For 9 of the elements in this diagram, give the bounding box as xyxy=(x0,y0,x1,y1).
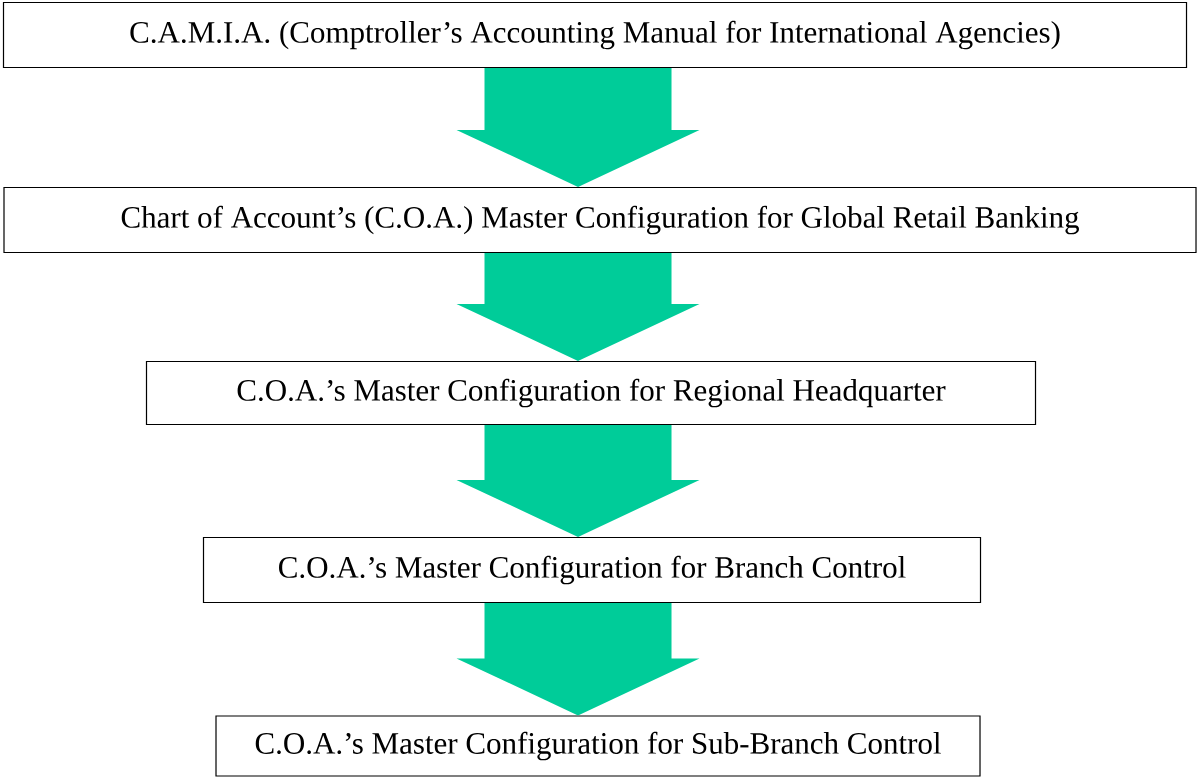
process-box: C.A.M.I.A. (Comptroller’s Accounting Manual for International Agencies) xyxy=(2,1,1188,69)
process-box: C.O.A.’s Master Configuration for Regional Headquarter xyxy=(145,360,1037,426)
block-arrow xyxy=(456,253,700,361)
process-box: Chart of Account’s (C.O.A.) Master Configuration for Global Retail Banking xyxy=(3,186,1197,254)
block-arrow xyxy=(456,68,700,187)
block-arrow xyxy=(456,603,700,716)
process-box: C.O.A.’s Master Configuration for Branch Control xyxy=(202,536,982,604)
block-arrow xyxy=(456,425,700,537)
process-box: C.O.A.’s Master Configuration for Sub-Branch Control xyxy=(215,715,981,777)
